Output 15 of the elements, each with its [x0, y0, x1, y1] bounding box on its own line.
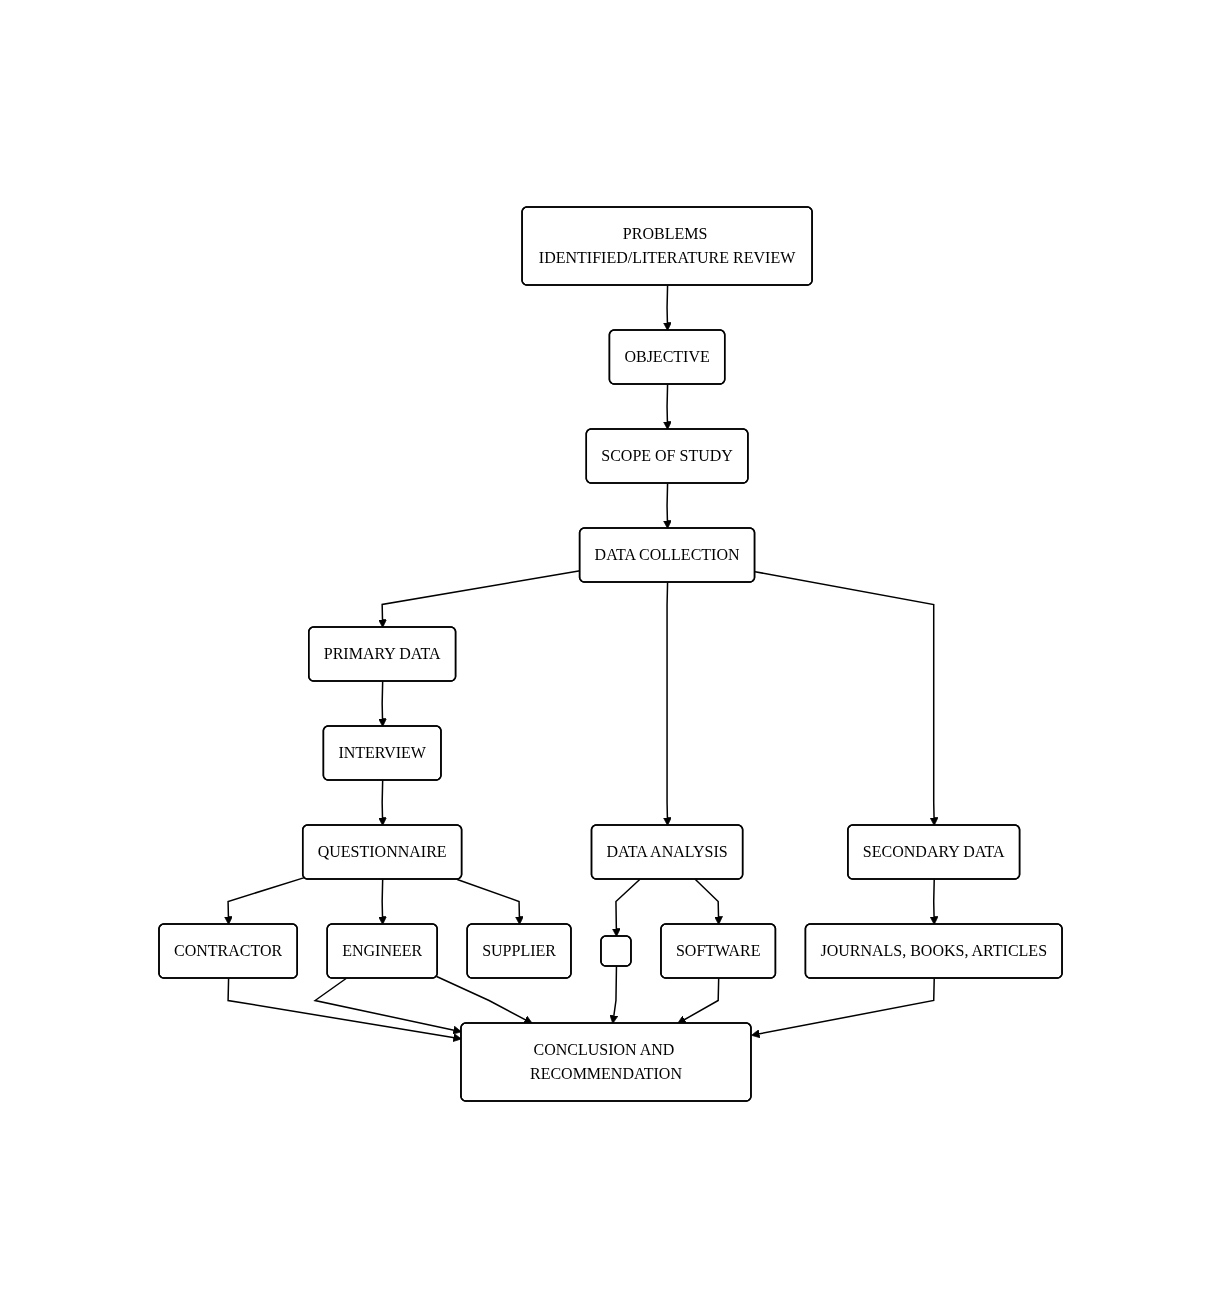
arrow: [457, 878, 525, 925]
arrow: [378, 680, 388, 727]
arrow: [751, 977, 936, 1039]
arrow: [663, 482, 673, 529]
arrow: [378, 878, 388, 925]
arrow: [663, 284, 673, 331]
arrow: [663, 383, 673, 430]
arrow: [930, 878, 939, 925]
arrow: [612, 878, 641, 937]
arrow: [224, 876, 306, 925]
arrow: [610, 965, 619, 1024]
arrow: [695, 878, 724, 925]
arrow: [378, 779, 388, 826]
arrow: [677, 977, 720, 1024]
arrow: [663, 581, 673, 826]
